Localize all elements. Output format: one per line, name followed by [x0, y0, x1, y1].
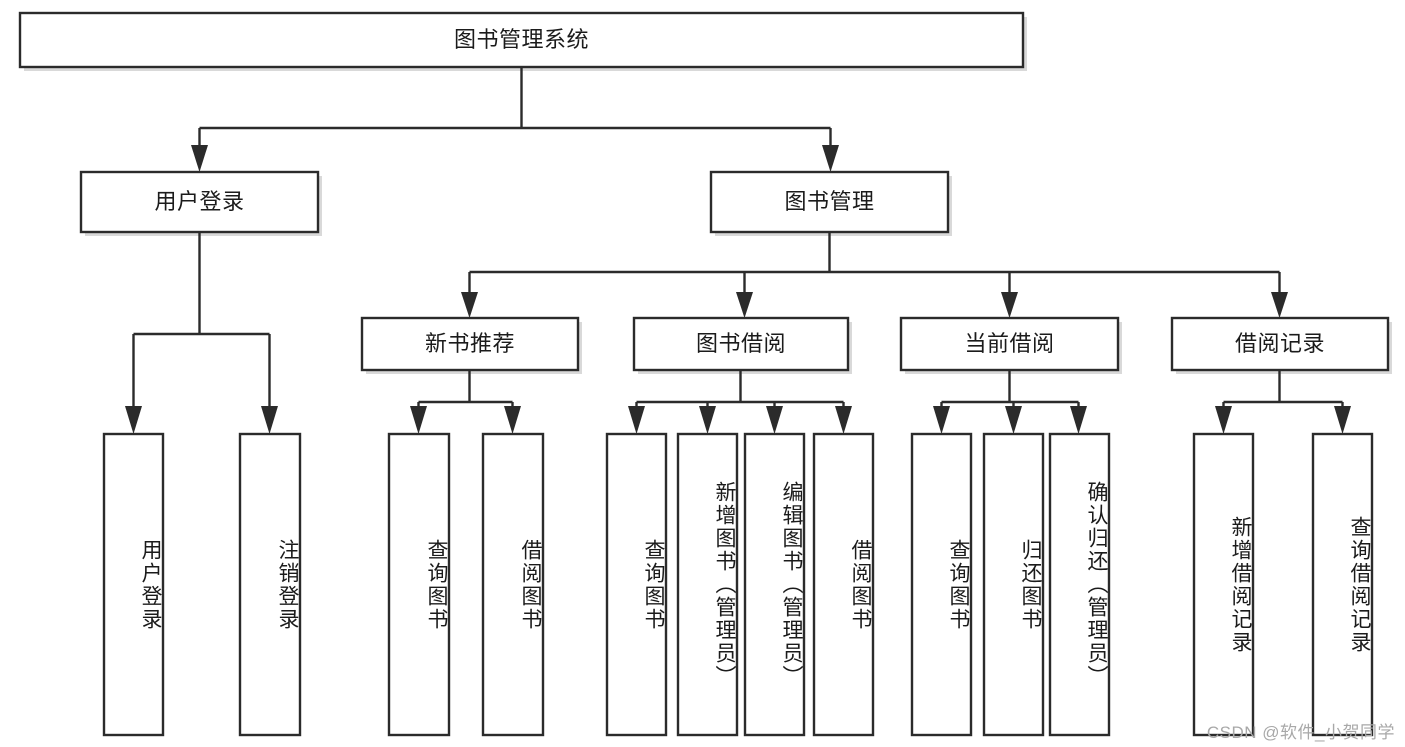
- connector-new-book-to-leaves: [410, 370, 521, 434]
- connector-book-management-to-level2: [461, 232, 1288, 318]
- leaf-query-books-current[interactable]: [910, 432, 973, 737]
- leaf-add-book-admin[interactable]: [676, 432, 739, 737]
- leaf-edit-book-admin[interactable]: [743, 432, 806, 737]
- node-new-book-recommend[interactable]: [360, 316, 580, 372]
- connector-user-login-to-leaves: [125, 232, 278, 434]
- csdn-watermark: CSDN @软件_小贺同学: [1206, 723, 1395, 742]
- connector-borrow-records-to-leaves: [1215, 370, 1351, 434]
- leaf-boxes: [102, 432, 1374, 737]
- node-current-borrow[interactable]: [899, 316, 1120, 372]
- leaf-add-borrow-record[interactable]: [1192, 432, 1255, 737]
- leaf-borrow-books[interactable]: [812, 432, 875, 737]
- leaf-query-borrow-record[interactable]: [1311, 432, 1374, 737]
- leaf-user-login[interactable]: [102, 432, 165, 737]
- connector-book-borrow-to-leaves: [628, 370, 852, 434]
- leaf-query-books-borrow[interactable]: [605, 432, 668, 737]
- leaf-return-books[interactable]: [982, 432, 1045, 737]
- leaf-borrow-books-new[interactable]: [481, 432, 545, 737]
- connector-root-to-level1: [191, 67, 839, 172]
- node-root[interactable]: [18, 11, 1025, 69]
- leaf-query-books-new[interactable]: [387, 432, 451, 737]
- leaf-logout[interactable]: [238, 432, 302, 737]
- node-book-management[interactable]: [709, 170, 950, 234]
- node-user-login[interactable]: [79, 170, 320, 234]
- node-book-borrow[interactable]: [632, 316, 850, 372]
- node-borrow-records[interactable]: [1170, 316, 1390, 372]
- connector-current-borrow-to-leaves: [933, 370, 1087, 434]
- leaf-confirm-return-admin[interactable]: [1048, 432, 1111, 737]
